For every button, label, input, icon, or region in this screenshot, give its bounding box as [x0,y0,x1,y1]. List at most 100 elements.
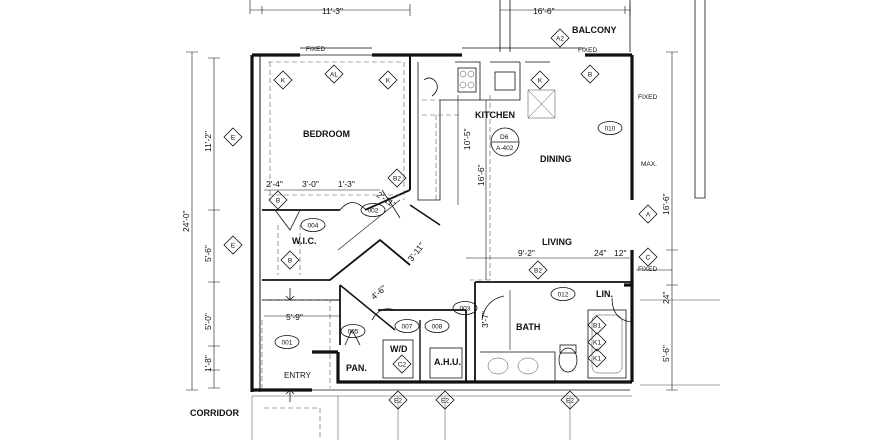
kitchen-counters [417,61,556,201]
room-number-oval [424,319,450,333]
room-number-r008: 008 [424,319,450,333]
tag-diamond-shape [638,247,658,267]
dim-right-1: 16'-6" [661,193,671,215]
label-wic: W.I.C. [292,236,317,246]
tag-b-5: B [580,64,600,84]
tag-k1-15: K1 [587,332,607,352]
dim-left-total: 24'-0" [181,210,191,232]
note-fixed-3: FIXED [638,94,657,101]
tag-label: E [231,135,236,142]
bottom-gridlines [251,299,720,440]
tag-b2-13: B2 [528,260,548,280]
tag-diamond-shape [280,250,300,270]
dim-wic-3: 1'-3" [338,179,355,189]
tag-k-2: K [273,70,293,90]
note-fixed-2: FIXED [578,47,597,54]
top-dimension-string: 11'-3" 16'-6" [249,0,631,16]
right-dimension-string: 16'-6" 24" 5'-6" [636,51,678,391]
section-marker-bottom: A-402 [496,145,514,152]
tag-c2-17: C2 [392,354,412,374]
bath-fixtures [382,309,627,382]
tag-diamond-shape [273,70,293,90]
tag-diamond-shape [223,127,243,147]
room-number-label: 001 [282,340,293,347]
dim-living-3: 12" [614,248,626,258]
room-labels: BEDROOM W.I.C. KITCHEN DINING LIVING BAT… [190,25,617,418]
dim-wic-2: 3'-0" [302,179,319,189]
dim-top-right: 16'-6" [533,6,555,16]
tag-c-12: C [638,247,658,267]
tag-label: K1 [593,340,601,347]
tag-diamond-shape [580,64,600,84]
tag-e-9: E [223,235,243,255]
tag-b2-7: B2 [387,168,407,188]
tag-label: A [646,212,651,219]
tag-b-8: B [268,190,288,210]
bedroom-dashed-lines [261,61,491,390]
tag-label: B [276,198,280,205]
tag-diamond-shape [378,70,398,90]
dim-entry-h: 5'-9" [286,312,303,322]
tag-e2-20: E2 [560,390,580,410]
dim-left-3: 5'-0" [203,313,213,330]
tag-label: E2 [441,398,449,405]
tag-diamond-shape [530,70,550,90]
tag-diamond-shape [387,168,407,188]
room-number-r007: 007 [394,319,420,333]
label-bedroom: BEDROOM [303,129,350,139]
room-number-r010: 010 [597,121,623,135]
tag-diamond-shape [587,348,607,368]
dim-diag-2: 3'-11" [406,241,427,264]
label-bath: BATH [516,322,540,332]
tag-label: B2 [534,268,542,275]
section-marker-top: D6 [500,134,509,141]
room-number-oval [452,301,478,315]
note-fixed-1: FIXED [306,46,325,53]
dim-living-1: 9'-2" [518,248,535,258]
dim-kitchen-v: 10'-5" [462,128,472,150]
room-number-label: 012 [558,292,569,299]
room-number-r004: 004 [300,218,326,232]
tag-k-3: K [378,70,398,90]
tag-diamond-shape [435,390,455,410]
room-number-label: 007 [402,324,413,331]
tag-b1-14: B1 [587,315,607,335]
room-number-r005: 005 [340,324,366,338]
label-entry: ENTRY [284,371,312,380]
dim-living-2: 24" [594,248,606,258]
tag-diamond-shape [268,190,288,210]
tag-label: E2 [566,398,574,405]
label-ahu: A.H.U. [434,357,461,367]
label-corridor: CORRIDOR [190,408,239,418]
tag-label: B [588,72,592,79]
dim-top-left: 11'-3" [322,6,343,16]
label-living: LIVING [542,237,572,247]
tag-label: E [231,243,236,250]
dim-dining-v: 16'-6" [476,164,486,186]
exterior-walls [250,47,634,392]
note-fixed-4: FIXED [638,266,657,273]
label-lin: LIN. [596,289,613,299]
dim-left-4: 1'-8" [203,355,213,372]
tag-k1-16: K1 [587,348,607,368]
tag-k-4: K [530,70,550,90]
tag-label: E2 [394,398,402,405]
room-number-label: 005 [348,329,359,336]
tag-diamond-shape [550,28,570,48]
tag-label: B [288,258,292,265]
room-number-oval [340,324,366,338]
room-number-label: 004 [308,223,319,230]
tag-label: AL [330,72,338,79]
dim-right-2: 24" [661,292,671,304]
label-balcony: BALCONY [572,25,617,35]
label-pan: PAN. [346,363,367,373]
tag-diamond-shape [324,64,344,84]
tag-b-10: B [280,250,300,270]
tag-a2-0: A2 [550,28,570,48]
tag-e2-19: E2 [435,390,455,410]
dim-left-2: 5'-6" [203,245,213,262]
tag-diamond-shape [638,204,658,224]
